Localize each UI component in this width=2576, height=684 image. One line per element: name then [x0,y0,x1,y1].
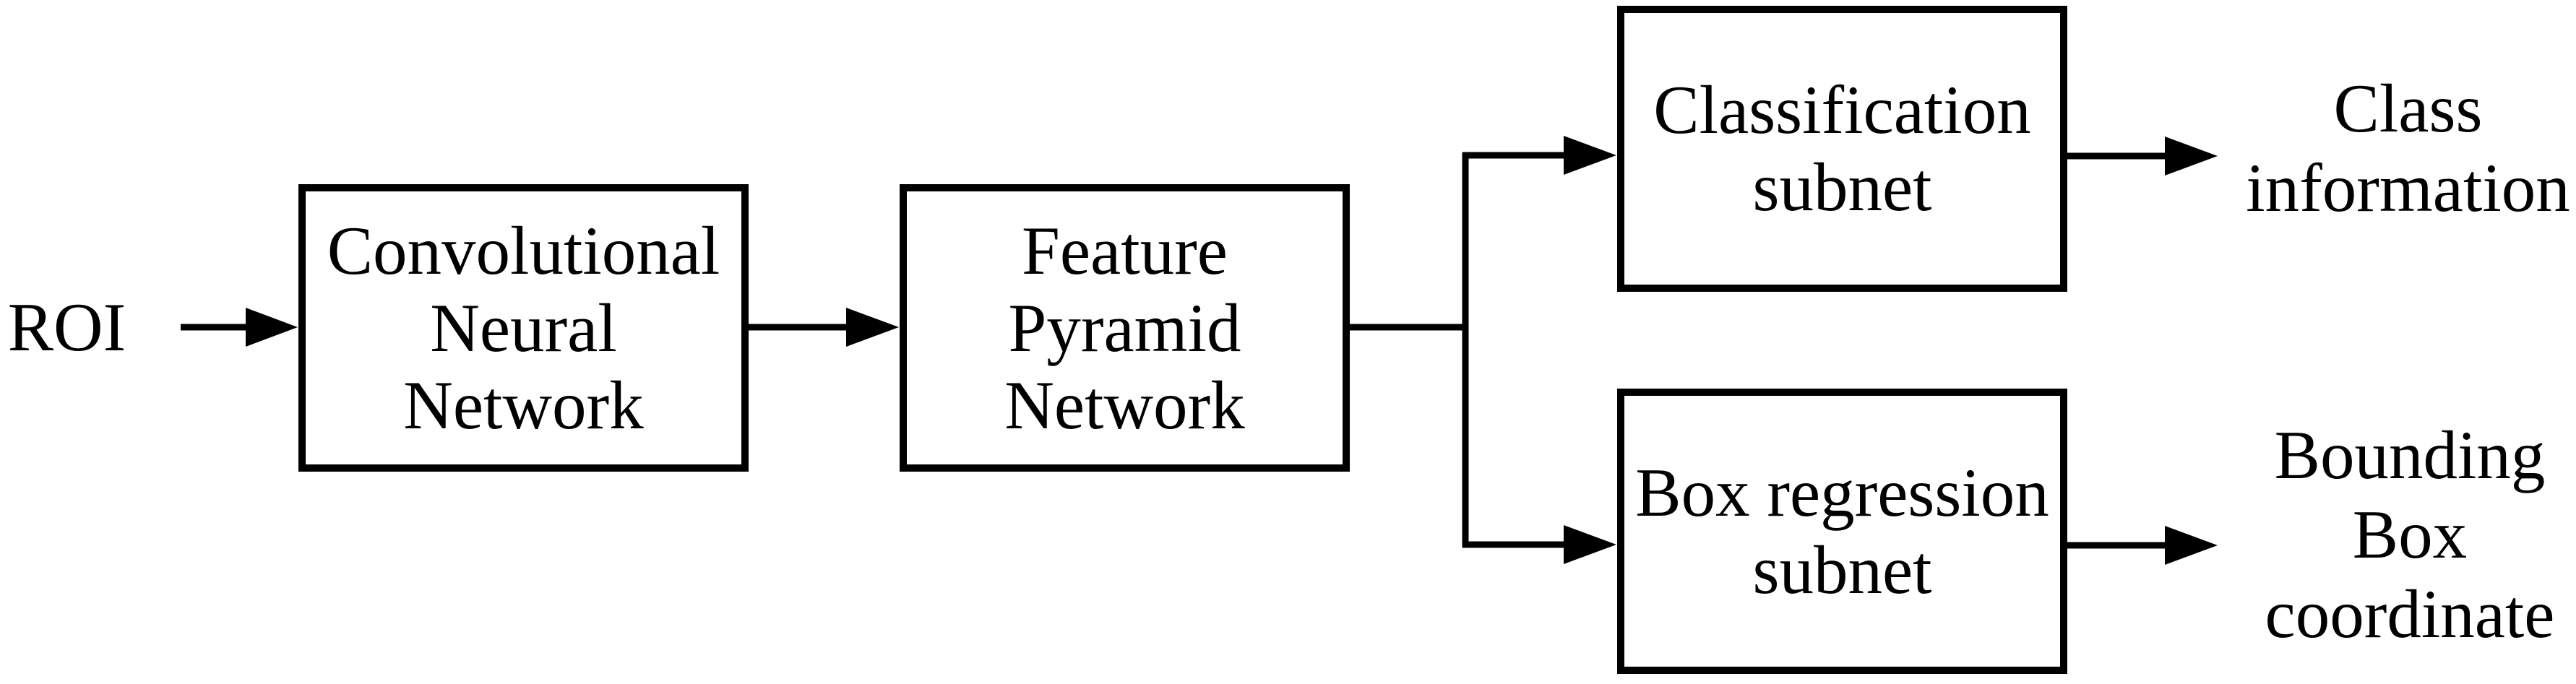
branch-to-regression-arrow [1463,525,1616,564]
roi-input-label: ROI [0,287,134,367]
node-label-line: Neural [430,289,617,366]
bounding-box-coordinate-output-label: Bounding Box coordinate [2244,408,2576,661]
node-label: Convolutional Neural Network [327,212,720,444]
class-information-output-label: Class information [2240,61,2576,235]
node-label-line: Box regression [1635,454,2049,531]
output-label-line: Box [2352,496,2468,573]
node-classification-subnet: Classification subnet [1617,6,2067,292]
roi-to-cnn-arrow [181,308,298,347]
node-box-regression-subnet: Box regression subnet [1617,389,2067,674]
roi-label-text: ROI [7,289,126,365]
arrowhead-icon [2165,137,2218,176]
classification-output-arrow [2067,137,2218,176]
output-label-line: coordinate [2265,576,2555,652]
node-label: Feature Pyramid Network [1004,212,1244,444]
node-label-line: Network [1004,366,1245,443]
output-label: Class information [2246,69,2570,228]
branch-to-classification-arrow [1463,136,1616,175]
arrowhead-icon [246,308,298,347]
cnn-to-fpn-arrow [749,308,899,347]
regression-output-arrow [2067,526,2218,565]
node-label-line: Pyramid [1008,289,1241,366]
output-label-line: Bounding [2274,417,2546,493]
node-label-line: Convolutional [327,212,720,289]
node-label-line: subnet [1752,149,1932,225]
arrowhead-icon [1564,136,1616,175]
output-label: Bounding Box coordinate [2265,415,2555,654]
output-label-line: information [2246,150,2570,226]
node-label: Box regression subnet [1635,454,2049,609]
node-label-line: Classification [1653,72,2031,148]
node-label-line: Feature [1022,212,1228,289]
node-label-line: subnet [1752,531,1932,608]
node-label: Classification subnet [1653,72,2030,226]
output-label-line: Class [2333,70,2483,147]
node-convolutional-neural-network: Convolutional Neural Network [298,184,749,472]
arrowhead-icon [2165,526,2218,565]
node-label-line: Network [403,366,644,443]
node-feature-pyramid-network: Feature Pyramid Network [900,184,1350,472]
arrowhead-icon [846,308,899,347]
arrowhead-icon [1564,525,1616,564]
fpn-branch-connector [1350,152,1469,547]
